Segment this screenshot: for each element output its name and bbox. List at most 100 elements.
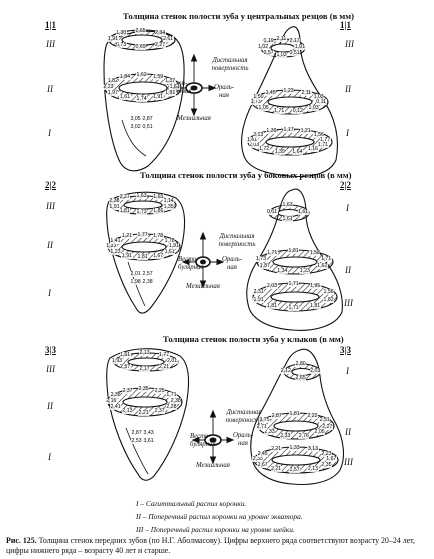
s2-right-level-top: I bbox=[346, 203, 349, 213]
thickness-value: 2,57 bbox=[119, 363, 131, 370]
s3-right-level-bot: III bbox=[344, 457, 353, 467]
thickness-value: 1,56 bbox=[323, 289, 335, 296]
thickness-value: 1,59 bbox=[152, 73, 164, 80]
thickness-value: 1,84 bbox=[119, 73, 131, 80]
s2-left-level-bot: I bbox=[48, 288, 51, 298]
thickness-value: 1,91 bbox=[121, 252, 133, 259]
section-3-left-tooth-label: 3|3 bbox=[45, 345, 56, 355]
thickness-value: 1,61 bbox=[282, 216, 294, 223]
thickness-value: 2,87 bbox=[271, 412, 283, 419]
thickness-value: 1,21 bbox=[300, 128, 312, 135]
legend-item-iii: III – Поперечный распил коронки на уровн… bbox=[136, 525, 295, 534]
s2-oral-label: Ораль-ная bbox=[221, 256, 243, 271]
thickness-value: 1,73 bbox=[136, 209, 148, 216]
thickness-value: 1,97 bbox=[107, 90, 119, 96]
thickness-value: 2,87 bbox=[142, 116, 154, 122]
thickness-value: 0,73 bbox=[115, 41, 127, 48]
thickness-value: 2,38 bbox=[110, 392, 122, 398]
thickness-value: 0,61 bbox=[266, 209, 278, 215]
thickness-value: 2,33 bbox=[252, 456, 264, 462]
thickness-value: 1,39 bbox=[274, 148, 286, 155]
thickness-value: 2,33 bbox=[264, 429, 276, 436]
thickness-value: 1,71 bbox=[317, 141, 329, 148]
section-1-right-tooth-label: 1|1 bbox=[340, 20, 351, 30]
thickness-value: 1,56 bbox=[313, 131, 325, 138]
thickness-value: 1,35 bbox=[163, 203, 175, 210]
thickness-value: 2,53 bbox=[131, 438, 143, 444]
thickness-value: 0,12 bbox=[292, 107, 304, 114]
thickness-value: 3,43 bbox=[143, 430, 155, 436]
thickness-value: 1,91 bbox=[152, 94, 164, 101]
thickness-value: 0,19 bbox=[263, 38, 275, 45]
thickness-value: 3,02 bbox=[130, 124, 142, 130]
s1-oral-label: Ораль-ная bbox=[213, 84, 235, 99]
section-1-left-tooth-label: 1|1 bbox=[45, 20, 56, 30]
thickness-value: 2,03 bbox=[309, 368, 321, 374]
thickness-value: 1,65 bbox=[152, 194, 164, 201]
thickness-value: 0,57 bbox=[263, 49, 275, 56]
s1-right-level-top: III bbox=[345, 39, 354, 49]
thickness-value: 2,51 bbox=[319, 417, 331, 424]
thickness-value: 2,27 bbox=[321, 423, 333, 430]
s1-right-level-bot: I bbox=[346, 128, 349, 138]
s3-right-level-mid: II bbox=[345, 427, 351, 437]
thickness-value: 1,87 bbox=[259, 263, 271, 270]
thickness-value: 1,61 bbox=[297, 209, 309, 215]
s2-distal-surface-label: Дистальная поверхность bbox=[218, 233, 256, 248]
thickness-value: 0,11 bbox=[315, 99, 327, 106]
thickness-value: 1,81 bbox=[137, 254, 149, 260]
thickness-value: 1,93 bbox=[111, 358, 123, 364]
section-2-right-tooth-label: 2|2 bbox=[340, 180, 351, 190]
thickness-value: 1,23 bbox=[283, 87, 295, 94]
thickness-value: 1,61 bbox=[169, 84, 181, 90]
thickness-value: 1,23 bbox=[299, 267, 311, 274]
thickness-value: 1,62 bbox=[316, 263, 328, 270]
thickness-value: 2,38 bbox=[170, 398, 182, 404]
thickness-value: 1,17 bbox=[283, 127, 295, 133]
thickness-value: 2,37 bbox=[121, 387, 133, 394]
thickness-value: 2,71 bbox=[256, 423, 268, 430]
thickness-value: 1,86 bbox=[152, 207, 164, 214]
thickness-value: 2,21 bbox=[270, 465, 282, 472]
thickness-value: 1,03 bbox=[308, 104, 320, 111]
thickness-value: 1,73 bbox=[250, 99, 262, 106]
thickness-value: 1,82 bbox=[323, 296, 335, 303]
s1-right-level-mid: II bbox=[345, 84, 351, 94]
thickness-value: 2,80 bbox=[295, 360, 307, 367]
s3-oral-label: Ораль-ная bbox=[232, 432, 254, 447]
section-3-title: Толщина стенок полости зуба у клыков (в … bbox=[163, 334, 344, 344]
thickness-value: 2,34 bbox=[154, 30, 166, 37]
thickness-value: 2,65 bbox=[135, 27, 147, 34]
thickness-value: 2,67 bbox=[257, 461, 269, 468]
thickness-value: 0,51 bbox=[289, 49, 301, 56]
thickness-value: 1,71 bbox=[266, 250, 278, 257]
thickness-value: 1,16 bbox=[307, 146, 319, 153]
s3-left-level-bot: I bbox=[48, 452, 51, 462]
thickness-value: 1,03 bbox=[276, 52, 288, 59]
thickness-value: 2,01 bbox=[130, 271, 142, 277]
thickness-value: 1,23 bbox=[109, 248, 121, 255]
thickness-value: 2,41 bbox=[110, 404, 122, 410]
thickness-value: 1,98 bbox=[130, 279, 142, 285]
thickness-value: 1,61 bbox=[119, 94, 131, 101]
section-2-left-tooth-label: 2|2 bbox=[45, 180, 56, 190]
thickness-value: 1,71 bbox=[165, 392, 177, 398]
thickness-value: 2,21 bbox=[270, 446, 282, 453]
thickness-value: 2,61 bbox=[162, 36, 174, 42]
thickness-value: 1,71 bbox=[320, 256, 332, 263]
thickness-value: 2,21 bbox=[138, 410, 150, 416]
thickness-value: 1,74 bbox=[136, 96, 148, 102]
thickness-value: 1,91 bbox=[108, 203, 120, 210]
thickness-value: 1,33 bbox=[105, 243, 117, 249]
thickness-value: 1,63 bbox=[282, 201, 294, 208]
thickness-value: 2,13 bbox=[252, 131, 264, 138]
s1-mesial-label: Мезиальная bbox=[177, 115, 211, 122]
figure-caption-label: Рис. 125. bbox=[6, 536, 37, 545]
thickness-value: 3,61 bbox=[143, 438, 155, 444]
thickness-value: 2,87 bbox=[131, 430, 143, 436]
s2-right-level-mid: II bbox=[345, 265, 351, 275]
thickness-value: 1,14 bbox=[163, 198, 175, 205]
thickness-value: 1,77 bbox=[137, 232, 149, 238]
thickness-value: 1,61 bbox=[119, 352, 131, 359]
thickness-value: 2,03 bbox=[248, 141, 260, 148]
